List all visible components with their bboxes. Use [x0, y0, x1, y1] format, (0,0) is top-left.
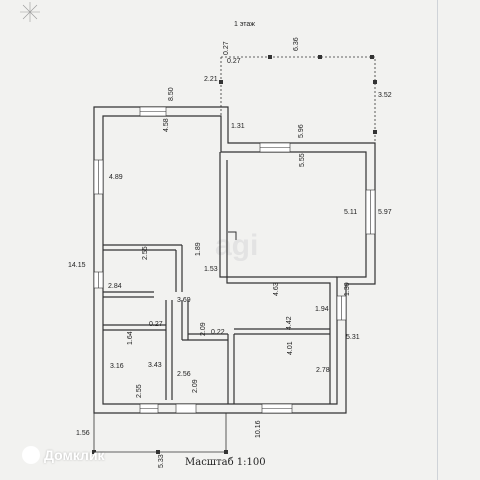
terrace-posts: [219, 55, 377, 134]
dim-label: 3.52: [378, 92, 392, 99]
corner-mark-icon: [20, 2, 40, 22]
dim-label: 2.55: [136, 384, 143, 398]
dim-label: 4.01: [287, 341, 294, 355]
dim-label: 5.96: [298, 124, 305, 138]
sheet-edge-line: [437, 0, 438, 480]
dim-label: 5.33: [158, 454, 165, 468]
dim-label: 10.16: [255, 420, 262, 438]
dim-label: 1.64: [127, 331, 134, 345]
walls: [93, 56, 376, 414]
dim-label: 2.56: [177, 371, 191, 378]
terrace-outline: [221, 56, 376, 143]
dim-label: 5.31: [346, 334, 360, 341]
dim-label: 3.16: [110, 363, 124, 370]
dim-label: 2.09: [200, 322, 207, 336]
dim-label: 5.55: [299, 153, 306, 167]
dim-label: 4.89: [109, 174, 123, 181]
dim-label: 5.11: [344, 209, 357, 216]
dim-label: 6.36: [293, 37, 300, 51]
dim-label: 2.55: [142, 246, 149, 260]
domclick-logo-icon: [22, 446, 40, 464]
watermark: agi: [215, 229, 258, 262]
dim-label: 0.22: [211, 329, 225, 336]
dim-label: 2.84: [108, 283, 122, 290]
windows: [93, 106, 376, 414]
dim-label: 1.31: [231, 123, 245, 130]
brand-name: Домклик: [44, 447, 105, 463]
dim-label: 5.97: [378, 209, 392, 216]
brand-logo: Домклик: [22, 446, 105, 464]
dim-label: 4.58: [163, 118, 170, 132]
dim-label: 3.43: [148, 362, 162, 369]
dim-label: 1.53: [204, 266, 218, 273]
dim-label: 2.09: [192, 379, 199, 393]
dim-label: 2.78: [316, 367, 330, 374]
scale-label: Масштаб 1:100: [185, 457, 266, 468]
dim-label: 1.30: [344, 282, 351, 296]
porch-outline: [93, 413, 227, 453]
floor-title: 1 этаж: [234, 21, 255, 28]
dim-label: 1.94: [315, 306, 329, 313]
dim-label: 2.21: [204, 76, 218, 83]
dim-label: 4.42: [286, 316, 293, 330]
dim-label: 3.69: [177, 297, 191, 304]
dim-label: 8.50: [168, 87, 175, 101]
dim-label: 0.27: [223, 41, 230, 55]
dim-label: 0.27: [149, 321, 163, 328]
dim-label: 0.27: [227, 58, 241, 65]
dim-label: 1.89: [195, 242, 202, 256]
column-mark: [228, 231, 237, 240]
porch-posts: [92, 450, 228, 454]
dim-label: 4.63: [273, 282, 280, 296]
dim-label: 14.15: [68, 262, 86, 269]
dim-label: 1.56: [76, 430, 90, 437]
